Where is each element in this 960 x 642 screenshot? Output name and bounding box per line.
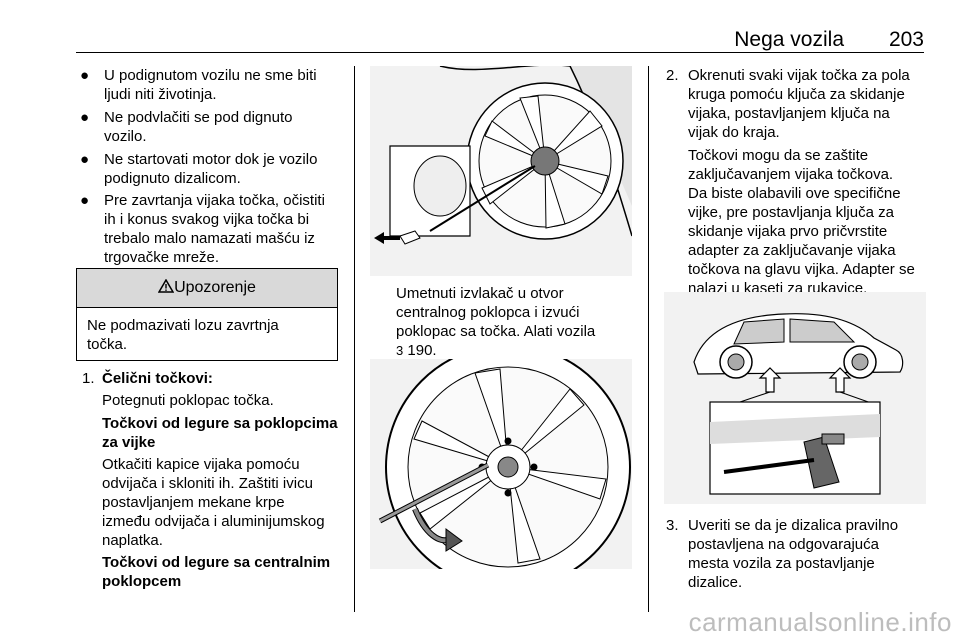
bullet-dot: ● [80, 67, 90, 84]
step-2-note-line: skidanje vijaka prvo pričvrstite [688, 223, 888, 240]
subheading-bolt-caps-2: za vijke [102, 434, 156, 451]
paragraph-line: postavljanjem mekane krpe [102, 494, 285, 511]
step-2-number: 2. [666, 67, 679, 84]
paragraph-line: naplatka. [102, 532, 163, 549]
bullet-4-line-3: trebalo malo namazati mašću iz [104, 230, 315, 247]
figure-wheel-wrench [370, 359, 632, 569]
caption-line: centralnog poklopca i izvući [396, 304, 580, 321]
step-2-note-line: Točkovi mogu da se zaštite [688, 147, 869, 164]
page-reference[interactable]: 3 190. [396, 341, 437, 360]
page-ref-number: 190. [407, 342, 437, 359]
step-2-line: vijak do kraja. [688, 124, 780, 141]
warning-header: Upozorenje [77, 269, 337, 308]
caption-line: Umetnuti izvlakač u otvor [396, 285, 564, 302]
bullet-4-line-1: Pre zavrtanja vijaka točka, očistiti [104, 192, 325, 209]
step-2-note-line: točkova na glavu vijka. Adapter se [688, 261, 915, 278]
step-3-number: 3. [666, 517, 679, 534]
bullet-1-line-2: ljudi niti životinja. [104, 86, 217, 103]
bullet-dot: ● [80, 151, 90, 168]
warning-title: Upozorenje [174, 279, 256, 296]
bullet-3-line-2: podignuto dizalicom. [104, 170, 241, 187]
bullet-4-line-4: trgovačke mreže. [104, 249, 220, 266]
warning-body: Ne podmazivati lozu zavrtnja točka. [77, 308, 337, 362]
page-ref-icon: 3 [396, 343, 404, 358]
subheading-center-cap-2: poklopcem [102, 573, 182, 590]
wheel-wrench-illustration [378, 359, 631, 569]
step-3-line: dizalice. [688, 574, 743, 591]
paragraph-line: između odvijača i aluminijumskog [102, 513, 325, 530]
caption-line: poklopac sa točka. Alati vozila [396, 323, 596, 340]
warning-line-2: točka. [87, 336, 128, 353]
bullet-1-line-1: U podignutom vozilu ne sme biti [104, 67, 317, 84]
step-2-note-line: zaključavanjem vijaka točkova. [688, 166, 894, 183]
step-2-note-line: vijke, pre postavljanja ključa za [688, 204, 894, 221]
bullet-dot: ● [80, 109, 90, 126]
step-2-note-line: adapter za zaključavanje vijaka [688, 242, 896, 259]
bullet-4-line-2: ih i konus svakog vijka točka bi [104, 211, 310, 228]
subheading-bolt-caps-1: Točkovi od legure sa poklopcima [102, 415, 338, 432]
column-divider-1 [354, 66, 355, 612]
watermark: carmanualsonline.info [688, 607, 952, 637]
step-3-line: mesta vozila za postavljanje [688, 555, 875, 572]
warning-triangle-icon [157, 278, 175, 293]
column-divider-2 [648, 66, 649, 612]
bullet-3-line-1: Ne startovati motor dok je vozilo [104, 151, 318, 168]
step-1-text: Potegnuti poklopac točka. [102, 392, 274, 409]
page-number: 203 [888, 28, 924, 51]
step-1-number: 1. [82, 370, 95, 387]
bullet-dot: ● [80, 192, 90, 209]
step-3-line: Uveriti se da je dizalica pravilno [688, 517, 899, 534]
step-2-line: kruga pomoću ključa za skidanje [688, 86, 905, 103]
page-header: Nega vozila 203 [76, 28, 924, 51]
step-1-title: Čelični točkovi: [102, 370, 213, 387]
bullet-2-line-1: Ne podvlačiti se pod dignuto [104, 109, 293, 126]
warning-box: Upozorenje Ne podmazivati lozu zavrtnja … [76, 268, 338, 361]
step-2-note-line: Da biste olabavili ove specifične [688, 185, 901, 202]
figure-hub-cap-puller [370, 66, 632, 276]
section-title: Nega vozila [734, 28, 844, 51]
wheel-puller-illustration [374, 66, 632, 245]
subheading-center-cap-1: Točkovi od legure sa centralnim [102, 554, 331, 571]
step-2-line: vijaka, postavljanjem ključa na [688, 105, 890, 122]
paragraph-line: odvijača i skloniti ih. Zaštiti ivicu [102, 475, 313, 492]
header-rule [76, 52, 924, 53]
bullet-2-line-2: vozilo. [104, 128, 147, 145]
step-2-line: Okrenuti svaki vijak točka za pola [688, 67, 910, 84]
car-jack-illustration [693, 313, 904, 495]
warning-line-1: Ne podmazivati lozu zavrtnja [87, 317, 279, 334]
step-3-line: postavljena na odgovarajuća [688, 536, 879, 553]
figure-jack-points [664, 292, 926, 504]
paragraph-line: Otkačiti kapice vijaka pomoću [102, 456, 300, 473]
